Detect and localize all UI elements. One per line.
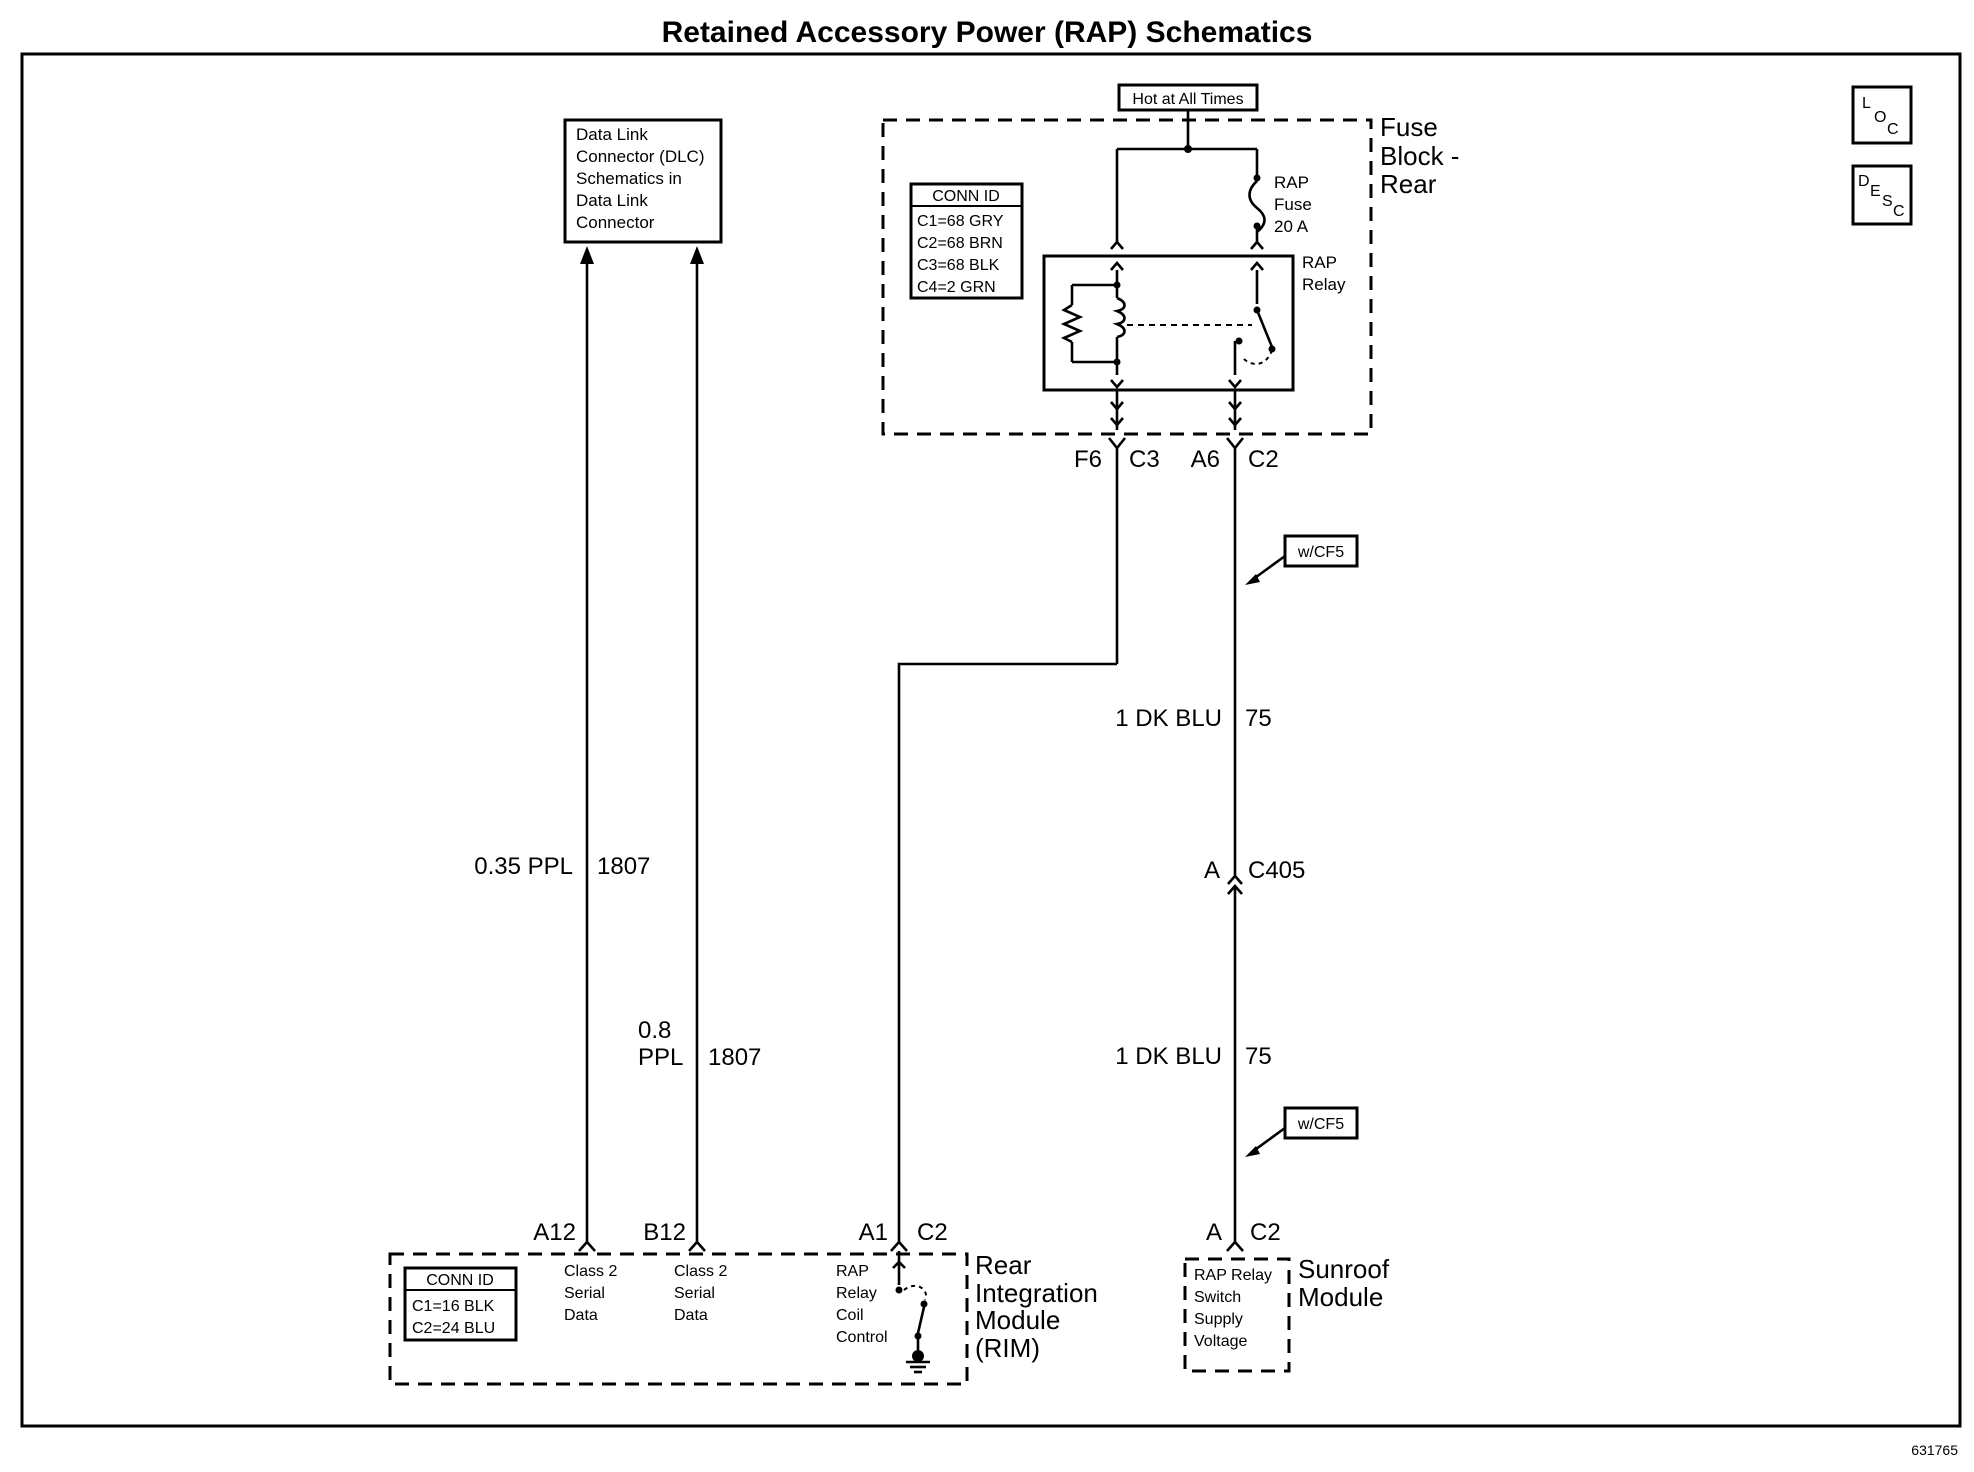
- conn-c2-fuse: C2: [1248, 446, 1279, 473]
- fuse-conn-id-row-3: C3=68 BLK: [917, 257, 1000, 274]
- pin-f6: F6: [1074, 446, 1102, 473]
- fuse-block-conn-id: CONN ID C1=68 GRY C2=68 BRN C3=68 BLK C4…: [909, 182, 1024, 300]
- rap-fuse[interactable]: [1248, 174, 1266, 234]
- rim-name-2: Integration: [975, 1278, 1098, 1308]
- option-tag-cf5-upper-text: w/CF5: [1297, 544, 1344, 561]
- loc-icon-letter-3: C: [1887, 121, 1899, 138]
- sunroof-pin-a: A: [1206, 1219, 1222, 1246]
- rim-conn-id: CONN ID C1=16 BLK C2=24 BLU: [403, 1266, 518, 1342]
- fuse-label-2: Fuse: [1274, 195, 1312, 214]
- dlc-line-2: Connector (DLC): [576, 147, 705, 166]
- desc-icon-letter-3: S: [1882, 193, 1893, 210]
- c405-connector[interactable]: [1227, 874, 1243, 895]
- rim-t3-line-1: RAP: [836, 1263, 869, 1280]
- wire-1807-b[interactable]: [690, 246, 704, 1242]
- rim-t3-line-2: Relay: [836, 1285, 877, 1302]
- fuse-conn-id-row-2: C2=68 BRN: [917, 235, 1003, 252]
- dlc-line-3: Schematics in: [576, 169, 682, 188]
- rim-conn-id-header: CONN ID: [426, 1272, 494, 1289]
- fuse-block-rear[interactable]: [881, 118, 1373, 436]
- fuse-conn-id-row-1: C1=68 GRY: [917, 213, 1004, 230]
- sunroof-conn-c2: C2: [1250, 1219, 1281, 1246]
- c405-name: C405: [1248, 857, 1305, 884]
- sunroof-module[interactable]: [1183, 1257, 1291, 1373]
- wire-75-lower-circuit: 75: [1245, 1043, 1272, 1070]
- fuse-block-name-1: Fuse: [1380, 112, 1438, 142]
- rim-t1-line-3: Data: [564, 1307, 598, 1324]
- rim-pin-a12: A12: [533, 1219, 576, 1246]
- dlc-line-5: Connector: [576, 213, 655, 232]
- fuse-conn-id-header: CONN ID: [932, 188, 1000, 205]
- rim-t3-line-4: Control: [836, 1329, 888, 1346]
- relay-label-2: Relay: [1302, 275, 1346, 294]
- rim-t2-line-3: Data: [674, 1307, 708, 1324]
- fuse-conn-id-row-4: C4=2 GRN: [917, 279, 996, 296]
- rim-name-3: Module: [975, 1305, 1060, 1335]
- wire-1-circuit-label: 1807: [597, 853, 650, 880]
- fuse-block-name-3: Rear: [1380, 169, 1437, 199]
- wire-75-upper-color: 1 DK BLU: [1115, 705, 1222, 732]
- rim-t1-line-1: Class 2: [564, 1263, 617, 1280]
- option-tag-cf5-lower-text: w/CF5: [1297, 1116, 1344, 1133]
- desc-icon-letter-2: E: [1870, 183, 1881, 200]
- fuse-block-name-2: Block -: [1380, 141, 1459, 171]
- option-tag-cf5-upper: w/CF5: [1245, 534, 1359, 585]
- sunroof-name-1: Sunroof: [1298, 1254, 1390, 1284]
- page-title: Retained Accessory Power (RAP) Schematic…: [662, 16, 1313, 49]
- loc-icon[interactable]: L O C: [1851, 85, 1913, 145]
- rim-name-4: (RIM): [975, 1333, 1040, 1363]
- rim-conn-c2: C2: [917, 1219, 948, 1246]
- pin-a6: A6: [1191, 446, 1220, 473]
- rim-conn-id-row-2: C2=24 BLU: [412, 1320, 495, 1337]
- dlc-box[interactable]: Data Link Connector (DLC) Schematics in …: [563, 118, 723, 244]
- rim-pin-a1: A1: [859, 1219, 888, 1246]
- wire-2-circuit-label: 1807: [708, 1044, 761, 1071]
- wire-rap-coil-control[interactable]: [897, 662, 1117, 1242]
- rap-relay[interactable]: [1042, 254, 1295, 392]
- fuse-label-1: RAP: [1274, 173, 1309, 192]
- wire-2-color-line-1: 0.8: [638, 1017, 671, 1044]
- page-frame: [20, 52, 1962, 1428]
- rim-t3-line-3: Coil: [836, 1307, 864, 1324]
- wire-1-color-label: 0.35 PPL: [474, 853, 573, 880]
- desc-icon-letter-4: C: [1893, 203, 1905, 220]
- dlc-line-4: Data Link: [576, 191, 648, 210]
- dlc-line-1: Data Link: [576, 125, 648, 144]
- sunroof-terminal-2: Switch: [1194, 1289, 1241, 1306]
- option-tag-cf5-lower: w/CF5: [1245, 1106, 1359, 1157]
- c405-pin: A: [1204, 857, 1220, 884]
- wire-75-lower-color: 1 DK BLU: [1115, 1043, 1222, 1070]
- conn-c3: C3: [1129, 446, 1160, 473]
- sunroof-terminal-4: Voltage: [1194, 1333, 1247, 1350]
- hot-label-text: Hot at All Times: [1132, 91, 1243, 108]
- desc-icon[interactable]: D E S C: [1851, 164, 1913, 226]
- rim-t1-line-2: Serial: [564, 1285, 605, 1302]
- wire-75-upper-circuit: 75: [1245, 705, 1272, 732]
- rim-low-side-switch: [892, 1251, 930, 1374]
- sunroof-terminal-3: Supply: [1194, 1311, 1243, 1328]
- fuse-label-3: 20 A: [1274, 217, 1309, 236]
- rim-name-1: Rear: [975, 1250, 1032, 1280]
- loc-icon-letter-2: O: [1874, 109, 1886, 126]
- desc-icon-letter-1: D: [1858, 173, 1870, 190]
- document-number: 631765: [1911, 1442, 1958, 1458]
- hot-at-all-times-label: Hot at All Times: [1117, 83, 1259, 112]
- wire-1807-a[interactable]: [580, 246, 594, 1242]
- sunroof-name-2: Module: [1298, 1282, 1383, 1312]
- relay-label-1: RAP: [1302, 253, 1337, 272]
- rim-pin-b12: B12: [643, 1219, 686, 1246]
- rim-t2-line-2: Serial: [674, 1285, 715, 1302]
- wire-2-color-line-2: PPL: [638, 1044, 683, 1071]
- rim-conn-id-row-1: C1=16 BLK: [412, 1298, 495, 1315]
- rim-t2-line-1: Class 2: [674, 1263, 727, 1280]
- rim-module[interactable]: [388, 1252, 969, 1386]
- loc-icon-letter-1: L: [1862, 95, 1871, 112]
- sunroof-terminal-1: RAP Relay: [1194, 1267, 1272, 1284]
